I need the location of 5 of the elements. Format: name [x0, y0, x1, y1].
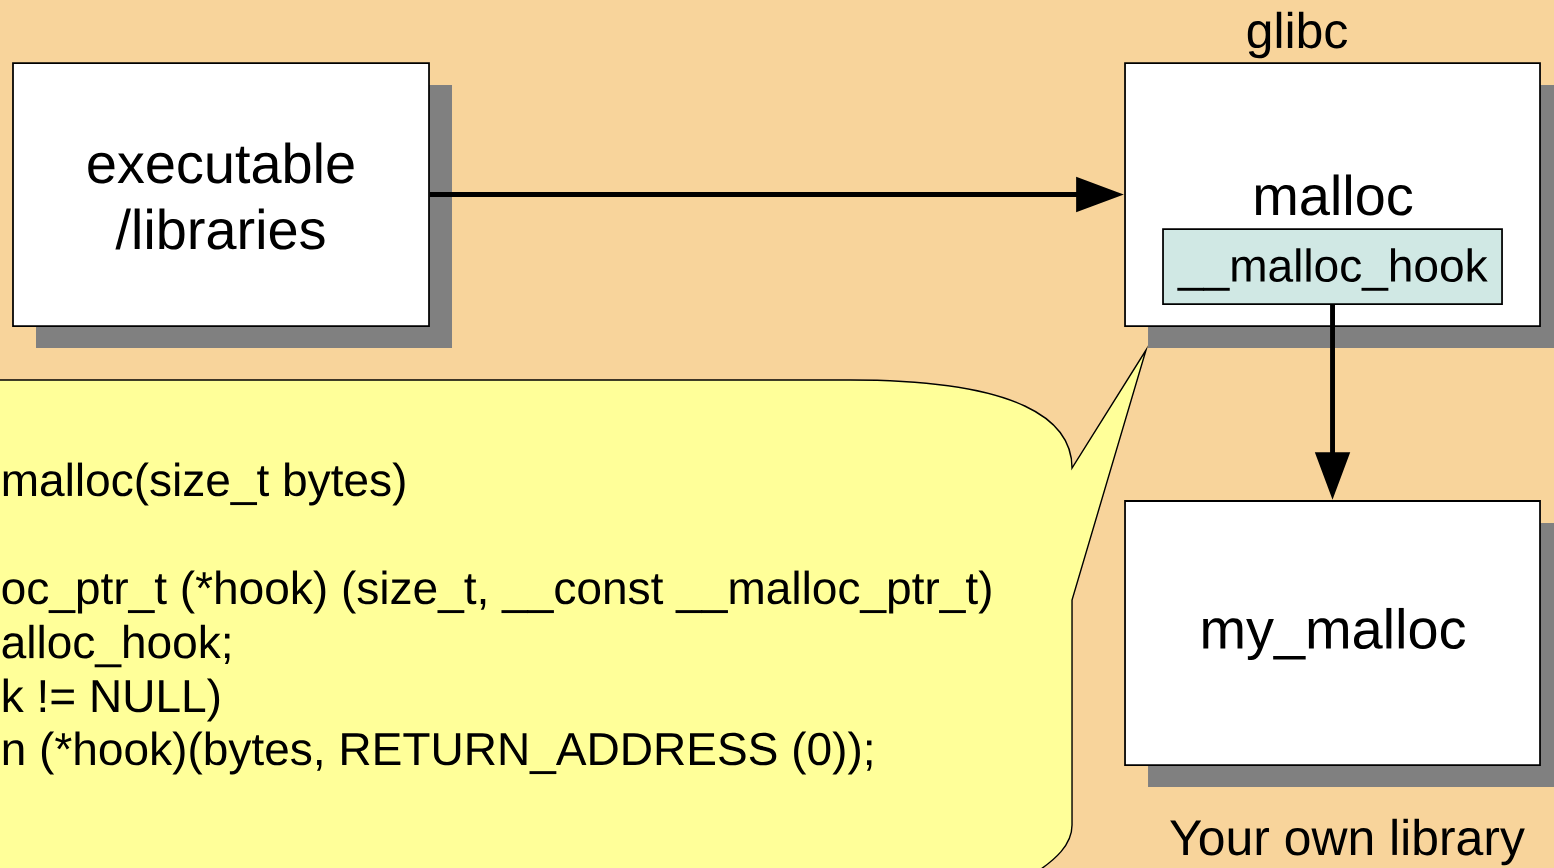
hook-box: __malloc_hook — [1162, 228, 1503, 305]
process-box: executable /libraries — [12, 62, 452, 348]
function-box: my_malloc — [1124, 500, 1554, 787]
library-label: glibc — [1247, 11, 1347, 59]
library-label: Your own library — [1170, 818, 1525, 866]
